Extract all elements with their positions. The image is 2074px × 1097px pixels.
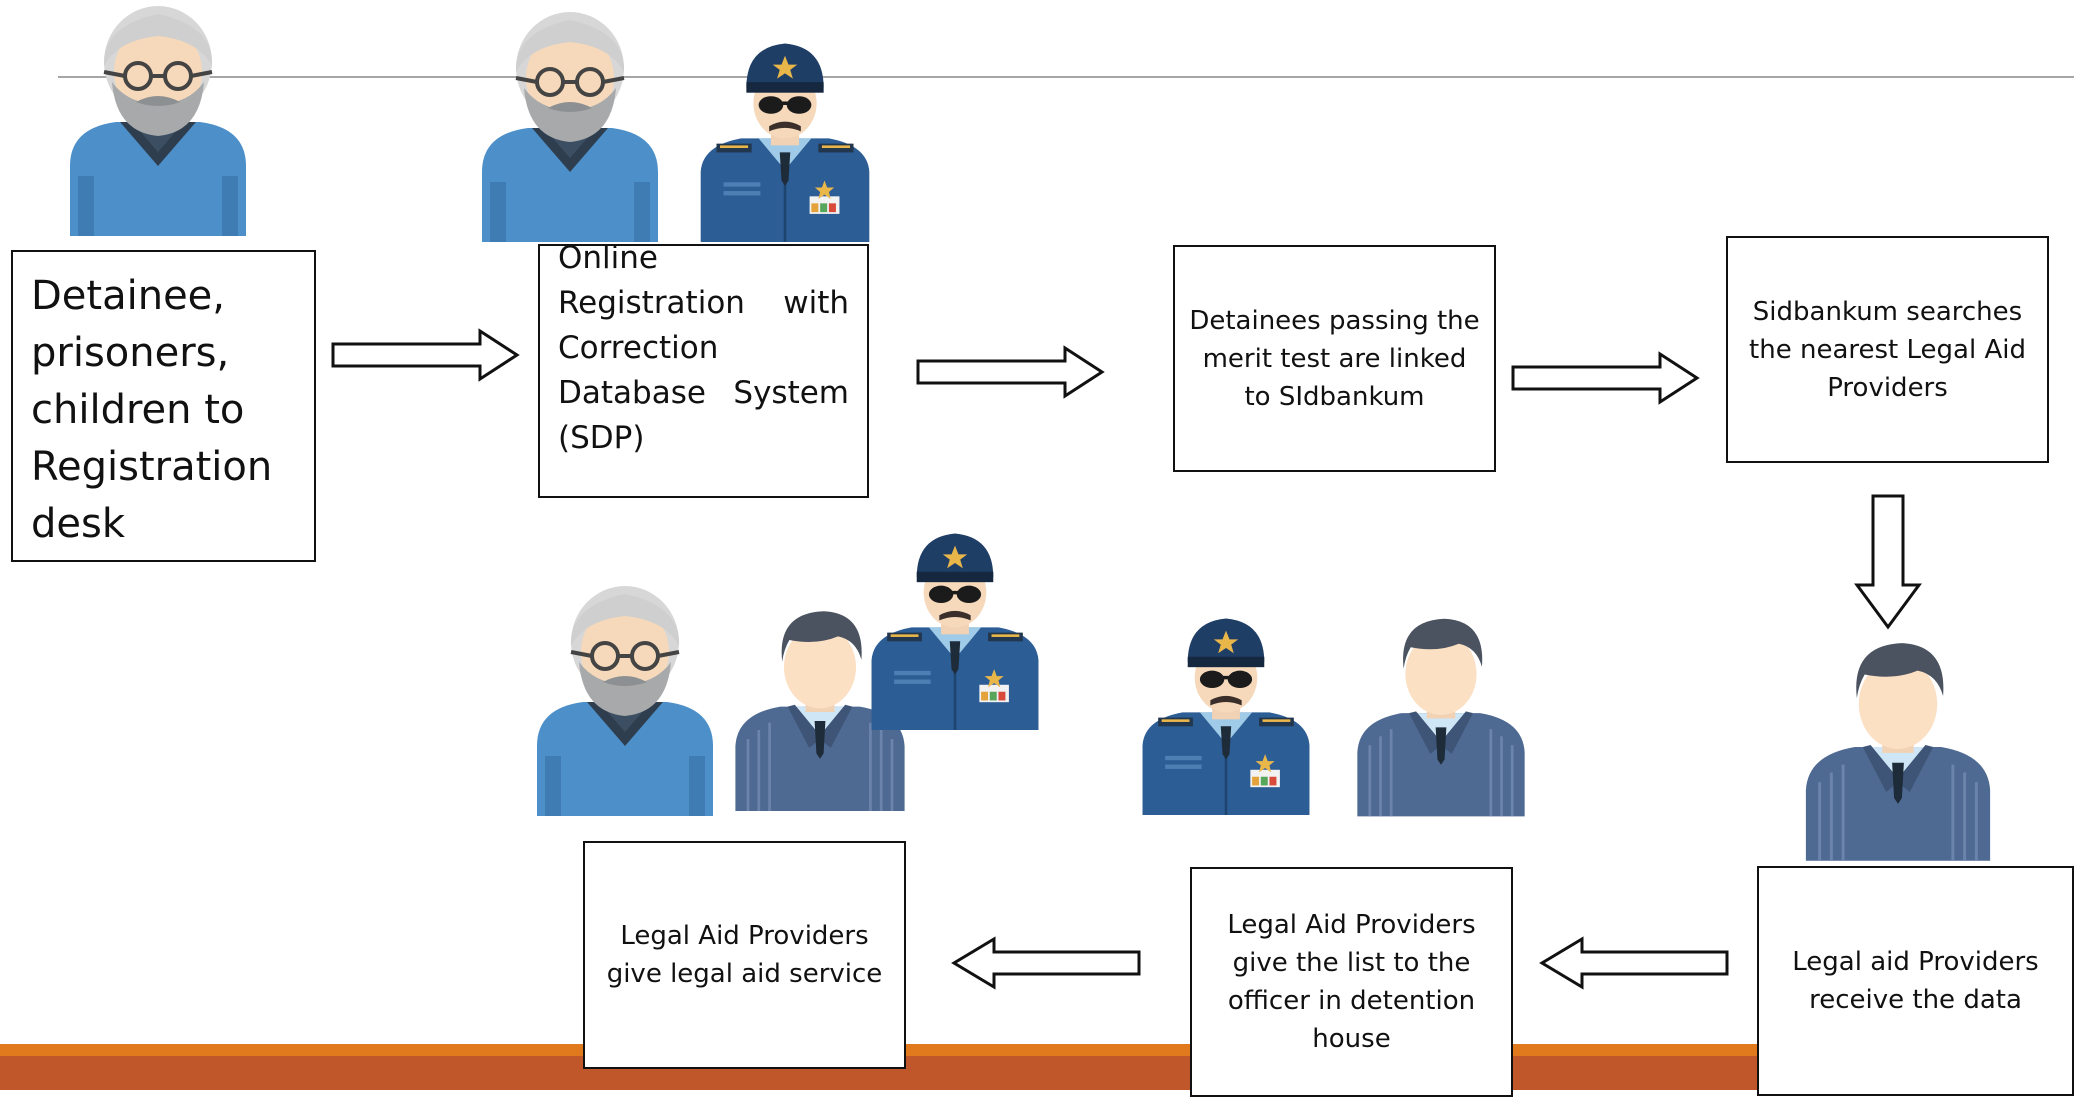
receive-data-box: Legal aid Providers receive the data <box>1757 866 2074 1096</box>
top-rule <box>58 76 2074 78</box>
merit-test-text: Detainees passing the merit test are lin… <box>1189 305 1480 412</box>
police-officer-icon <box>860 530 1050 730</box>
search-providers-text: Sidbankum searches the nearest Legal Aid… <box>1749 296 2026 403</box>
arrow-right-1 <box>331 328 520 382</box>
online-registration-box: Online Registration with Correction Data… <box>538 240 869 498</box>
footer-accent <box>0 1044 2074 1056</box>
arrow-right-3 <box>1511 351 1700 405</box>
registration-desk-box: Detainee, prisoners, children to Registr… <box>11 250 316 562</box>
arrow-down <box>1854 494 1922 630</box>
arrow-right-2 <box>916 345 1105 399</box>
arrow-left-2 <box>951 936 1141 990</box>
elderly-man-icon <box>58 6 258 236</box>
merit-test-box: Detainees passing the merit test are lin… <box>1173 245 1496 472</box>
online-registration-text: Online Registration with Correction Data… <box>558 240 849 456</box>
give-list-box: Legal Aid Providers give the list to the… <box>1190 867 1513 1097</box>
police-officer-icon <box>690 40 880 242</box>
elderly-man-icon <box>470 12 670 242</box>
footer-bar <box>0 1044 2074 1090</box>
receive-data-text: Legal aid Providers receive the data <box>1792 947 2039 1015</box>
give-list-text: Legal Aid Providers give the list to the… <box>1227 910 1476 1054</box>
registration-desk-text: Detainee, prisoners, children to Registr… <box>31 273 273 547</box>
elderly-man-icon <box>525 586 725 816</box>
arrow-left-1 <box>1539 936 1729 990</box>
lawyer-icon <box>1352 608 1530 820</box>
legal-service-text: Legal Aid Providers give legal aid servi… <box>606 921 883 989</box>
police-officer-icon <box>1130 615 1322 815</box>
legal-service-box: Legal Aid Providers give legal aid servi… <box>583 841 906 1069</box>
search-providers-box: Sidbankum searches the nearest Legal Aid… <box>1726 236 2049 463</box>
lawyer-icon <box>1800 630 1996 866</box>
